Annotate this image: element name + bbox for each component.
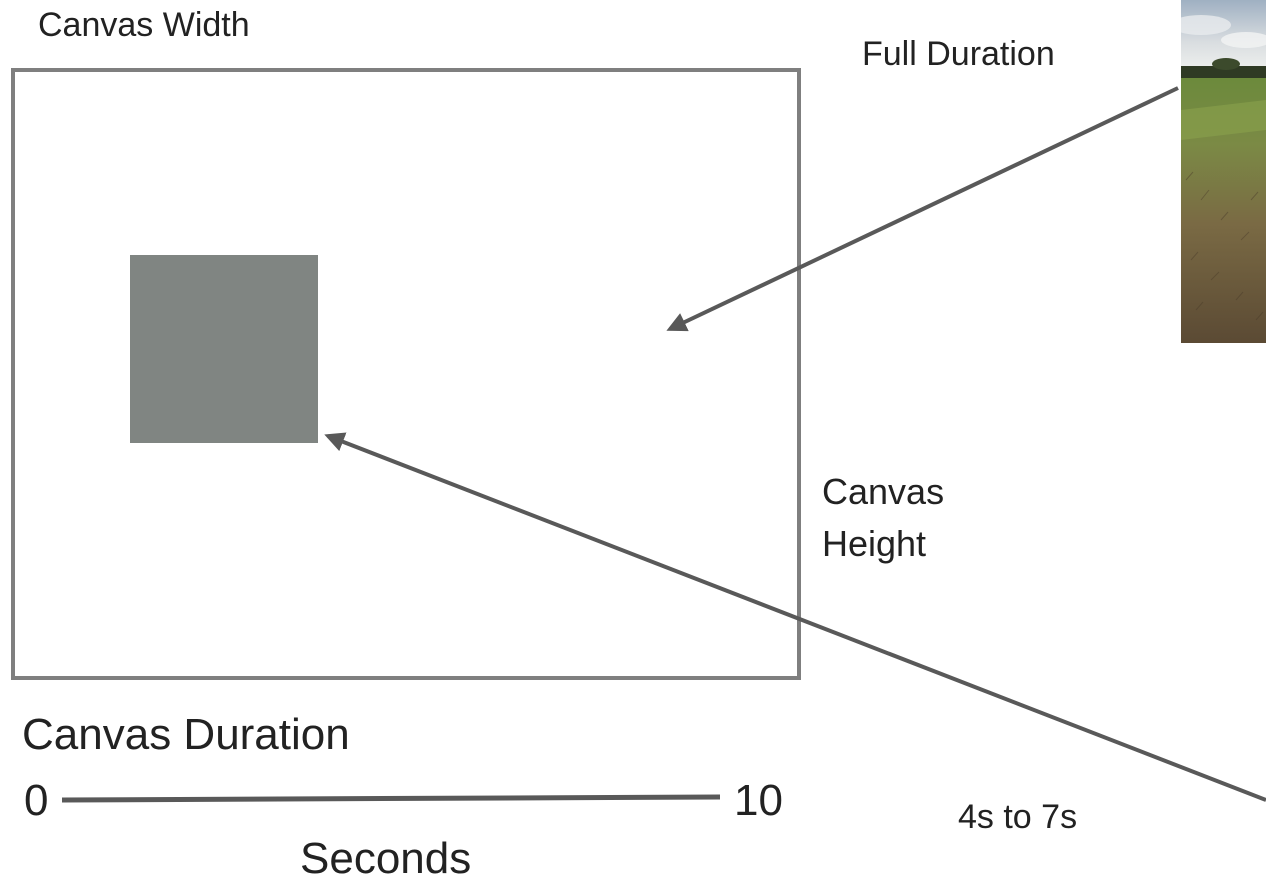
timeline-line [61,794,721,803]
seconds-label: Seconds [300,834,472,883]
overlay-clip-box [130,255,318,443]
full-duration-label: Full Duration [862,35,1055,73]
timeline-end-label: 10 [734,776,783,825]
video-thumbnail [1181,0,1266,343]
canvas-height-label: Canvas Height [822,471,945,564]
clip-range-label: 4s to 7s [958,798,1078,836]
canvas-duration-label: Canvas Duration [22,710,350,759]
canvas-frame [11,68,801,680]
clip-arrow [324,432,1266,802]
full-duration-arrow [666,86,1179,332]
timeline-start-label: 0 [24,776,49,825]
canvas-width-label: Canvas Width [38,6,250,44]
landscape-field-photo-icon [1181,0,1266,343]
